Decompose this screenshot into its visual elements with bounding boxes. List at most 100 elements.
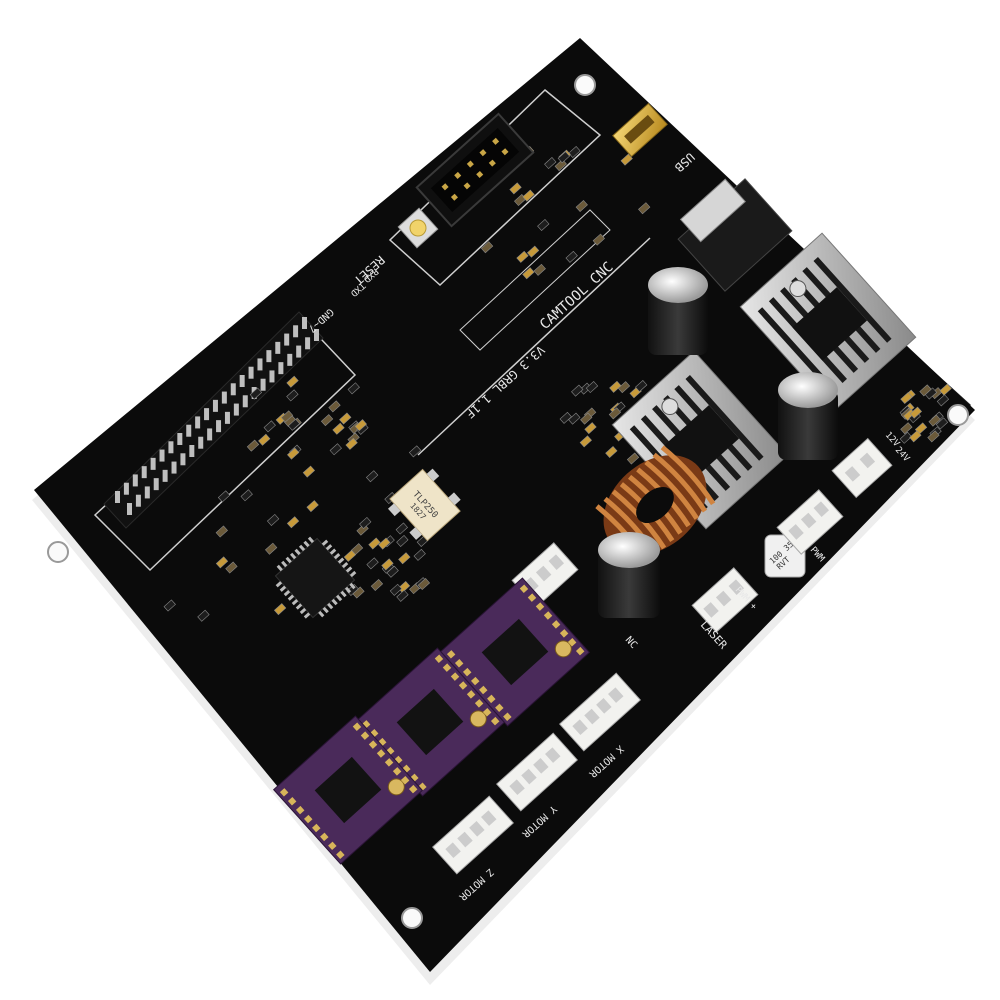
smd-part <box>359 516 372 529</box>
smd-part <box>320 414 334 427</box>
driver-pin <box>471 676 480 686</box>
smd-part <box>329 443 342 456</box>
mcu-pin <box>337 557 345 564</box>
driver-pin <box>368 740 378 749</box>
smd-part <box>332 422 345 435</box>
box-pin <box>492 137 500 145</box>
driver-pin <box>543 611 553 620</box>
mcu-pin <box>331 598 338 606</box>
optocoupler-chip: TLP250 1827 <box>387 468 461 542</box>
driver-pin <box>400 776 410 785</box>
header-pin <box>141 466 147 479</box>
smd-part <box>365 470 379 483</box>
reset-button <box>397 207 439 249</box>
coil-winding <box>652 452 708 513</box>
smd-part <box>215 525 228 538</box>
header-pin <box>135 494 141 507</box>
smd-part <box>554 159 567 172</box>
mcu-pin <box>291 598 299 606</box>
smd-part <box>246 439 260 452</box>
driver-pin <box>575 646 585 656</box>
mcu-pin <box>333 553 341 560</box>
mcu-pin <box>281 560 288 568</box>
driver-pin <box>559 629 569 638</box>
driver-pin <box>535 602 545 611</box>
header-pin <box>207 428 213 441</box>
stepper-driver-z <box>272 715 424 865</box>
smd-part <box>354 419 368 432</box>
driver-pin <box>450 672 460 681</box>
smd-part <box>370 578 384 591</box>
coil-winding <box>660 445 716 506</box>
smd-part <box>557 151 571 164</box>
driver-pin <box>392 767 402 776</box>
mcu-pin <box>329 548 337 555</box>
smd-part <box>909 406 923 419</box>
connector-y-motor <box>496 732 578 812</box>
box-pin <box>488 159 496 167</box>
smd-part <box>927 430 940 443</box>
smd-part <box>900 392 913 405</box>
smd-part <box>263 420 276 433</box>
header-pin <box>260 378 266 391</box>
mcu-pin <box>303 612 311 619</box>
header-pin <box>204 408 210 421</box>
smd-part <box>273 603 287 616</box>
driver-pin <box>487 694 496 704</box>
smd-part <box>217 490 231 503</box>
driver-pin <box>503 712 512 721</box>
smd-part <box>287 447 300 460</box>
dc-power-jack <box>677 178 793 292</box>
header-pin <box>269 370 275 383</box>
smd-part <box>592 233 606 246</box>
driver-pin <box>474 699 484 708</box>
smd-part <box>389 583 403 596</box>
smd-part <box>608 407 622 420</box>
header-pin <box>296 345 302 358</box>
stepper-driver-x <box>439 577 591 727</box>
header-pin <box>224 411 230 424</box>
header-pin <box>266 350 272 363</box>
header-pin <box>257 358 263 371</box>
box-pin <box>501 148 509 156</box>
smd-part <box>345 437 358 450</box>
smd-part <box>575 200 588 213</box>
smd-part <box>626 452 640 465</box>
driver-pin <box>408 784 418 794</box>
mcu-pin <box>287 594 295 601</box>
smd-part <box>249 387 263 400</box>
mcu-pin <box>295 603 303 610</box>
smd-part <box>509 182 522 195</box>
header-pin <box>242 395 248 408</box>
smd-part <box>225 561 238 574</box>
smd-part <box>580 412 593 425</box>
driver-pin <box>434 654 444 663</box>
usb-connector <box>612 102 668 158</box>
box-pin <box>466 160 474 168</box>
smd-part <box>620 153 633 166</box>
smd-part <box>585 381 599 394</box>
mounting-holes <box>47 74 969 929</box>
driver-pin <box>446 650 456 659</box>
smd-part <box>522 189 535 202</box>
header-pin <box>159 449 165 462</box>
mcu-pin <box>303 540 310 548</box>
smd-part <box>516 250 529 263</box>
connector-z-motor <box>432 795 514 875</box>
mcu-pin <box>341 561 349 569</box>
driver-pin <box>360 731 370 740</box>
header-pin <box>314 329 319 341</box>
header-pin <box>293 325 299 338</box>
smd-part <box>286 375 299 388</box>
box-pin <box>476 170 484 179</box>
header-pin <box>180 453 186 466</box>
header-pin <box>287 353 293 366</box>
header-pin <box>144 486 150 499</box>
smd-part <box>559 411 572 424</box>
smd-part <box>417 578 431 591</box>
mcu-pin <box>299 607 307 615</box>
header-pin <box>284 333 290 346</box>
smd-part <box>381 558 394 571</box>
mcu-pin <box>285 556 292 564</box>
smd-part <box>395 522 408 535</box>
